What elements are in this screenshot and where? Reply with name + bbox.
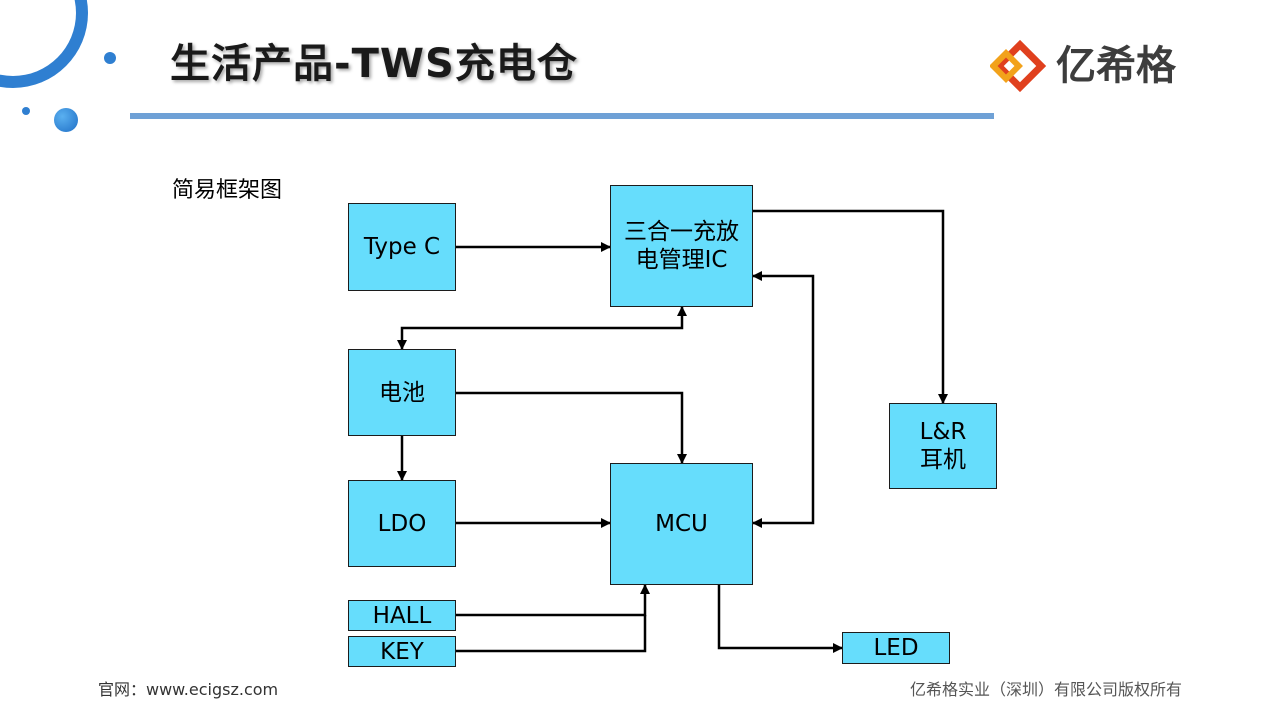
block-charge-ic-label: 三合一充放 电管理IC	[624, 219, 739, 273]
block-led: LED	[842, 632, 950, 664]
block-led-label: LED	[873, 635, 919, 661]
wire-mcu-pmic	[752, 271, 815, 528]
company-logo: 亿希格	[990, 38, 1220, 94]
block-ldo-label: LDO	[377, 510, 427, 537]
block-mcu: MCU	[610, 463, 753, 585]
wire-key-to-mcu	[456, 615, 647, 653]
block-hall-label: HALL	[372, 602, 432, 629]
block-charge-ic: 三合一充放 电管理IC	[610, 185, 753, 307]
block-hall: HALL	[348, 600, 456, 631]
decor-dot-small	[104, 52, 116, 64]
block-typec-label: Type C	[363, 234, 441, 260]
block-earphones: L&R 耳机	[889, 403, 997, 489]
wire-battery-to-mcu	[456, 391, 687, 464]
footer-website: 官网：www.ecigsz.com	[98, 680, 279, 699]
block-battery: 电池	[348, 349, 456, 436]
wire-mcu-to-led	[717, 585, 843, 653]
wire-pmic-to-earphones	[753, 209, 948, 404]
diagram-subtitle: 简易框架图	[172, 178, 283, 203]
block-mcu-label: MCU	[655, 511, 708, 537]
block-battery-label: 电池	[379, 379, 425, 406]
wire-pmic-battery	[397, 306, 687, 350]
decor-dot-tiny	[22, 107, 30, 115]
logo-mark-icon	[990, 39, 1047, 93]
footer-copyright: 亿希格实业（深圳）有限公司版权所有	[910, 680, 1183, 699]
title-underline	[130, 113, 994, 119]
decor-dot-large	[54, 108, 78, 132]
logo-text: 亿希格	[1056, 43, 1176, 89]
wire-hall-to-mcu	[456, 584, 650, 617]
block-earphones-label: L&R 耳机	[919, 419, 967, 473]
block-ldo: LDO	[348, 480, 456, 567]
block-key-label: KEY	[380, 638, 424, 665]
page-title: 生活产品-TWS充电仓	[170, 41, 578, 87]
block-key: KEY	[348, 636, 456, 667]
block-typec: Type C	[348, 203, 456, 291]
